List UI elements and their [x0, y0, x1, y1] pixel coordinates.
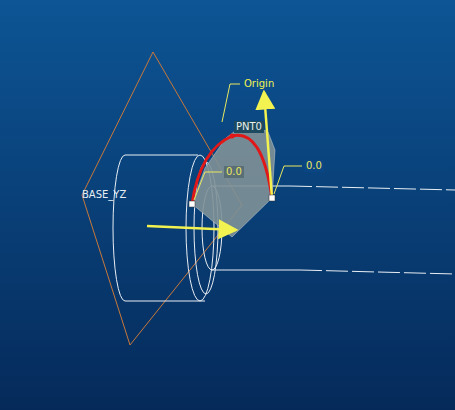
- point-name: PNT0: [234, 121, 264, 133]
- dimension-value: 0.0: [224, 166, 244, 178]
- datum-plane-name: BASE_YZ: [80, 189, 128, 201]
- coordinate-label: Origin: [242, 78, 276, 90]
- dimension-value: 0.0: [304, 160, 324, 172]
